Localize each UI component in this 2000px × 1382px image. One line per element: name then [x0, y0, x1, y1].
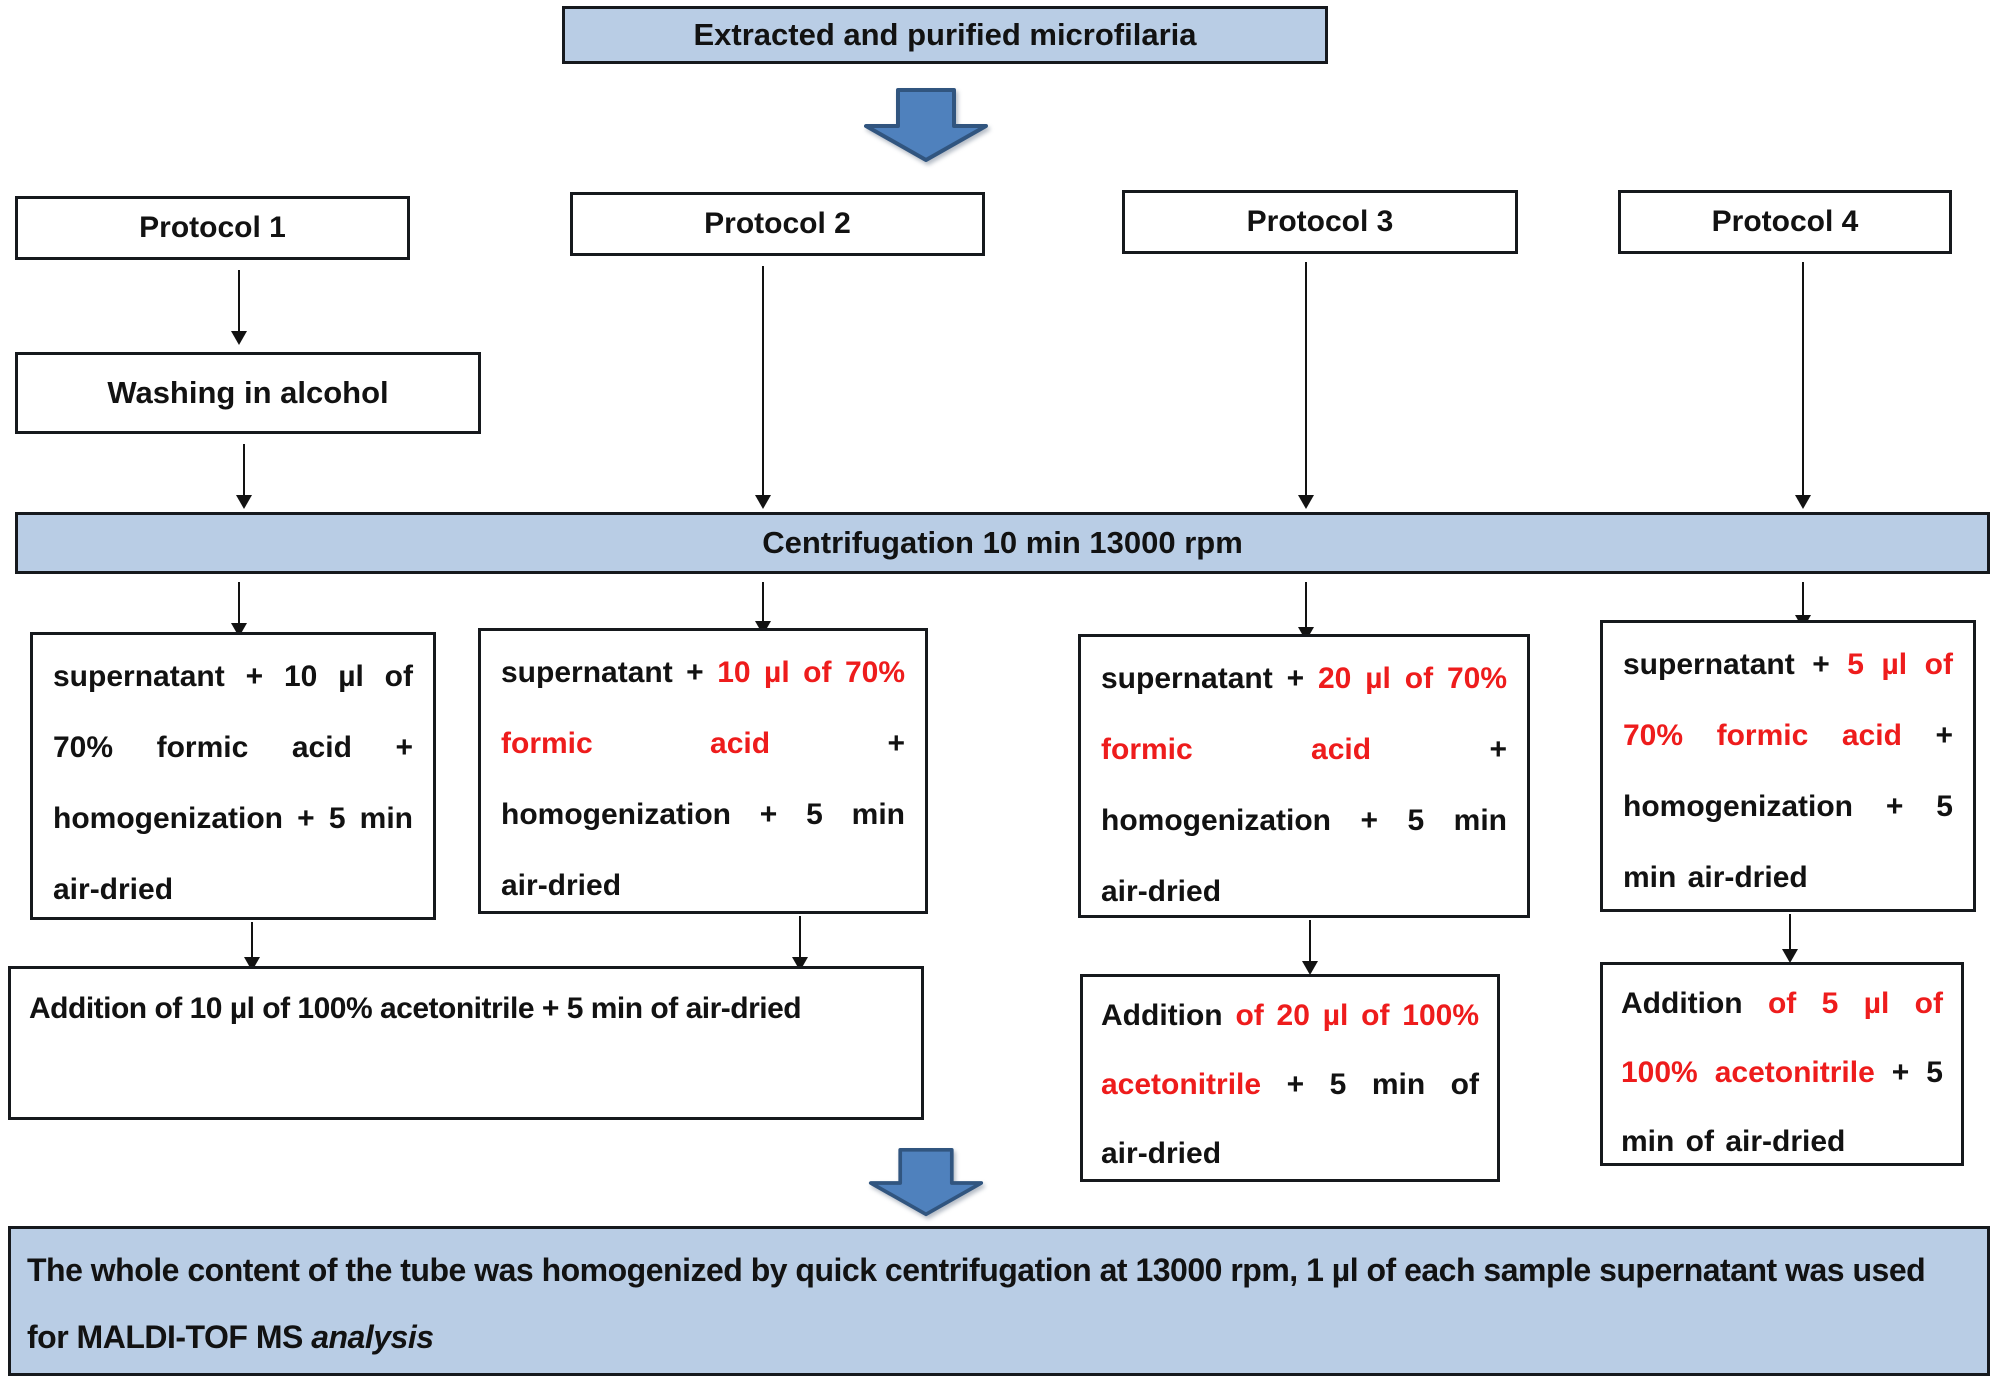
arrow-centrifugation-to-supernatant3 — [1305, 582, 1307, 628]
extracted-microfilaria-box: Extracted and purified microfilaria — [562, 6, 1328, 64]
supernatant-box-protocol2: supernatant + 10 µl of 70% formic acid +… — [478, 628, 928, 914]
protocol-2-label: Protocol 2 — [704, 207, 851, 240]
protocol-1-header: Protocol 1 — [15, 196, 410, 260]
supernatant-box-protocol3: supernatant + 20 µl of 70% formic acid +… — [1078, 634, 1530, 918]
protocol-2-header: Protocol 2 — [570, 192, 985, 256]
addition-text-protocol4: Addition of 5 µl of 100% acetonitrile + … — [1621, 987, 1943, 1158]
arrow-supernatant1-to-addition — [251, 922, 253, 958]
protocol-4-header: Protocol 4 — [1618, 190, 1952, 254]
washing-in-alcohol-box: Washing in alcohol — [15, 352, 481, 434]
addition-box-protocol4: Addition of 5 µl of 100% acetonitrile + … — [1600, 962, 1964, 1166]
arrow-washing-to-centrifugation — [243, 444, 245, 496]
block-down-arrow-icon — [868, 1148, 984, 1217]
addition-text-protocol1-2: Addition of 10 µl of 100% acetonitrile +… — [29, 992, 802, 1025]
final-summary-box: The whole content of the tube was homoge… — [8, 1226, 1990, 1376]
arrow-protocol1-to-washing — [238, 270, 240, 332]
supernatant-box-protocol4: supernatant + 5 µl of 70% formic acid + … — [1600, 620, 1976, 912]
addition-box-protocol1-2: Addition of 10 µl of 100% acetonitrile +… — [8, 966, 924, 1120]
arrow-centrifugation-to-supernatant4 — [1802, 582, 1804, 616]
extracted-microfilaria-label: Extracted and purified microfilaria — [693, 17, 1197, 52]
supernatant-box-protocol1: supernatant + 10 µl of 70% formic acid +… — [30, 632, 436, 920]
addition-text-protocol3: Addition of 20 µl of 100% acetonitrile +… — [1101, 999, 1479, 1170]
final-summary-text: The whole content of the tube was homoge… — [27, 1252, 1926, 1355]
supernatant-text-protocol1: supernatant + 10 µl of 70% formic acid +… — [53, 660, 413, 906]
arrow-centrifugation-to-supernatant2 — [762, 582, 764, 622]
arrow-protocol2-to-centrifugation — [762, 266, 764, 496]
supernatant-text-protocol3: supernatant + 20 µl of 70% formic acid +… — [1101, 662, 1507, 908]
protocol-4-label: Protocol 4 — [1711, 205, 1859, 238]
arrow-supernatant4-to-addition — [1789, 914, 1791, 950]
supernatant-text-protocol4: supernatant + 5 µl of 70% formic acid + … — [1623, 648, 1953, 894]
addition-box-protocol3: Addition of 20 µl of 100% acetonitrile +… — [1080, 974, 1500, 1182]
protocol-3-header: Protocol 3 — [1122, 190, 1518, 254]
arrow-protocol4-to-centrifugation — [1802, 262, 1804, 496]
centrifugation-label: Centrifugation 10 min 13000 rpm — [762, 525, 1243, 560]
washing-in-alcohol-label: Washing in alcohol — [107, 375, 389, 410]
protocol-3-label: Protocol 3 — [1246, 205, 1394, 238]
block-down-arrow-icon — [864, 88, 988, 162]
arrow-supernatant2-to-addition — [799, 916, 801, 958]
protocol-1-label: Protocol 1 — [139, 211, 286, 244]
arrow-supernatant3-to-addition — [1309, 920, 1311, 962]
arrow-protocol3-to-centrifugation — [1305, 262, 1307, 496]
centrifugation-bar: Centrifugation 10 min 13000 rpm — [15, 512, 1990, 574]
supernatant-text-protocol2: supernatant + 10 µl of 70% formic acid +… — [501, 656, 905, 902]
arrow-centrifugation-to-supernatant1 — [238, 582, 240, 624]
